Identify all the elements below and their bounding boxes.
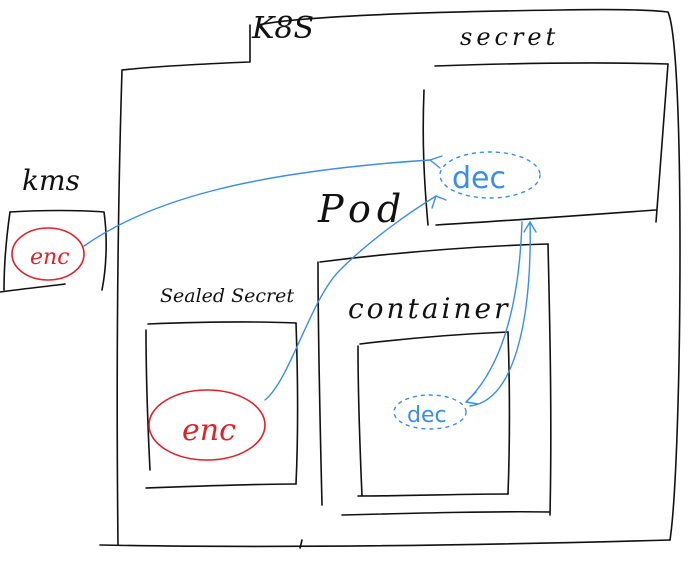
secret-label: secret: [460, 23, 559, 51]
container-to-secret-arrowhead: [523, 221, 537, 233]
secret-dec-label: dec: [452, 161, 506, 196]
pod-box: [317, 243, 552, 516]
pod-label: Pod: [317, 187, 407, 231]
sealed-enc-label: enc: [182, 413, 236, 448]
sealed-secret-box: [145, 321, 299, 489]
k8s-cluster-box: [99, 8, 681, 549]
container-label: container: [348, 292, 510, 325]
kms-enc-circle: [11, 227, 85, 281]
container-dec-circle: [393, 394, 467, 430]
kms-enc-label: enc: [30, 245, 70, 270]
kms-box: [0, 209, 107, 293]
flow-arrows: [83, 155, 537, 407]
secret-to-container-arrow: [465, 221, 523, 403]
sealed-to-secret-arrow: [264, 195, 437, 401]
container-to-secret-arrow: [469, 221, 531, 407]
kms-to-secret-arrowhead: [429, 155, 443, 169]
container-box: [357, 331, 511, 497]
kms-to-secret-arrow: [83, 159, 431, 247]
kms-label: kms: [22, 164, 80, 197]
k8s-label: K8S: [251, 11, 314, 46]
sealed-to-secret-arrowhead: [431, 195, 447, 209]
sealed-secret-label: Sealed Secret: [160, 285, 294, 307]
secret-dec-circle: [439, 151, 541, 199]
secret-box: [422, 62, 669, 226]
sealed-enc-circle: [148, 389, 266, 461]
container-dec-label: dec: [407, 403, 447, 428]
secret-to-container-arrowhead: [465, 391, 479, 405]
